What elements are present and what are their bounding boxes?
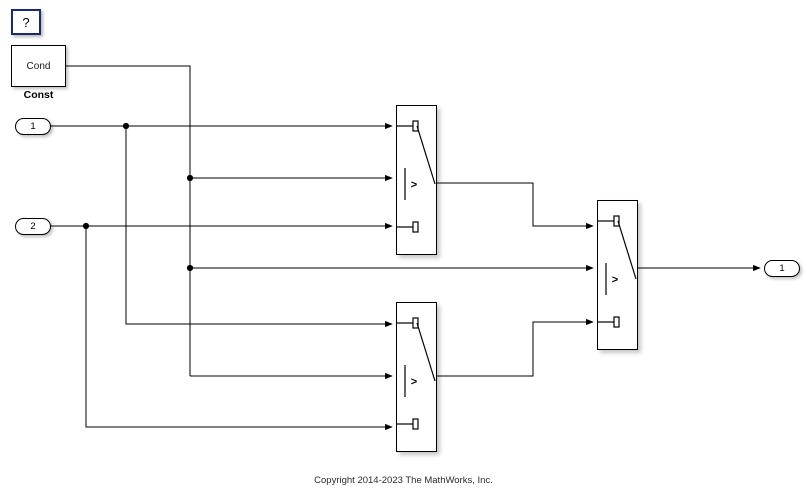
outport-1-label: 1 (779, 263, 785, 274)
junction-dot (186, 174, 194, 182)
wire-in2-branch-to-switch-bottom-in3 (85, 226, 393, 431)
inport-1-label: 1 (30, 121, 36, 132)
switch-top-glyph: > (397, 120, 436, 233)
switch-bottom-criteria: > (411, 376, 417, 388)
help-block-label: ? (22, 14, 30, 30)
switch-right-glyph: > (598, 215, 637, 328)
wire-in1-branch-to-switch-bottom-in1 (125, 126, 393, 328)
junction-dot (186, 264, 194, 272)
help-block[interactable]: ? (11, 9, 41, 35)
wire-junctions (82, 122, 194, 272)
wire-switch-top-out-to-switch-right-in1 (437, 182, 594, 230)
wire-switch-bottom-out-to-switch-right-in3 (437, 318, 594, 377)
copyright-text: Copyright 2014-2023 The MathWorks, Inc. (314, 475, 493, 486)
outport-1[interactable]: 1 (764, 260, 800, 277)
switch-block-right[interactable]: > (597, 200, 638, 350)
constant-block-caption: Const (23, 89, 54, 101)
inport-1[interactable]: 1 (15, 118, 51, 135)
constant-block[interactable]: Cond (11, 45, 66, 87)
inport-2[interactable]: 2 (15, 218, 51, 235)
junction-dot (122, 122, 130, 130)
switch-bottom-glyph: > (397, 317, 436, 430)
switch-top-criteria: > (411, 179, 417, 191)
junction-dot (82, 222, 90, 230)
wire-const-to-switch-bottom-control (66, 65, 191, 376)
switch-block-top[interactable]: > (396, 105, 437, 255)
inport-2-label: 2 (30, 221, 36, 232)
switch-block-bottom[interactable]: > (396, 302, 437, 452)
constant-block-value: Cond (26, 60, 51, 72)
switch-right-criteria: > (612, 274, 618, 286)
